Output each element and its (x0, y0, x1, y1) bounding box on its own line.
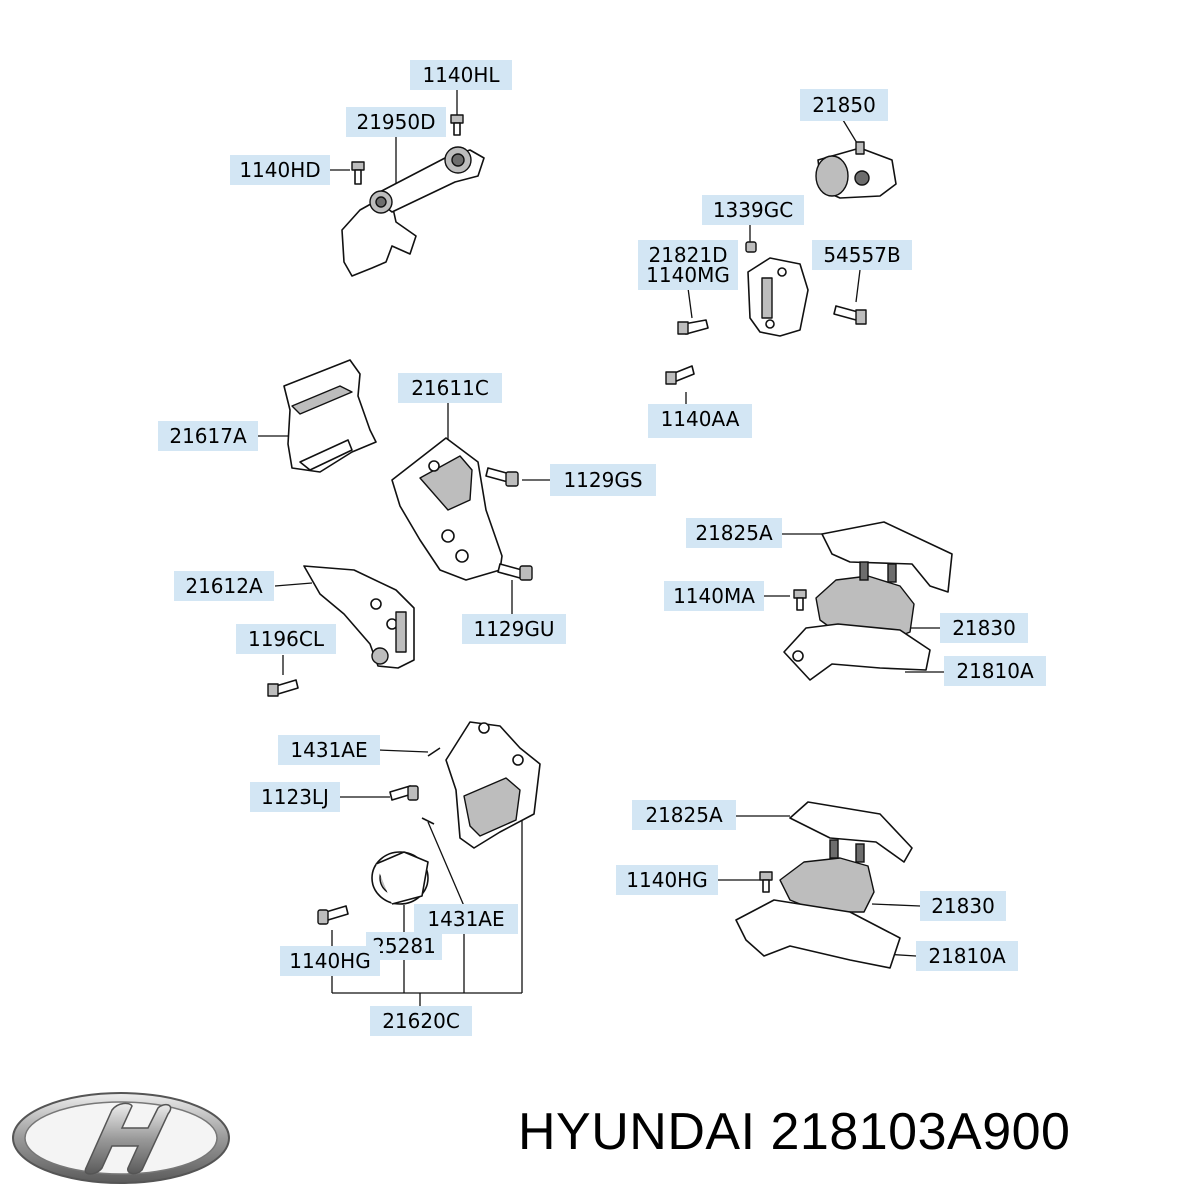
nut-1339gc-icon (745, 241, 757, 253)
bolt-1140hl-icon (450, 114, 464, 136)
svg-text:21810A: 21810A (956, 659, 1034, 683)
pin-1431ae-lower-icon (421, 817, 435, 825)
label-54557b[interactable]: 54557B (812, 240, 912, 270)
leader-lines (258, 90, 944, 1008)
part-21617a-bracket (283, 359, 377, 473)
label-1196cl[interactable]: 1196CL (236, 624, 336, 654)
bolt-1140aa-icon (665, 365, 695, 385)
bolt-1140hg-right-icon (759, 871, 773, 893)
svg-text:54557B: 54557B (823, 243, 900, 267)
svg-text:1129GU: 1129GU (473, 617, 554, 641)
label-1123lj[interactable]: 1123LJ (250, 782, 340, 812)
label-1140hg-lower[interactable]: 1140HG (280, 946, 380, 976)
svg-text:1140AA: 1140AA (661, 407, 740, 431)
label-21617a[interactable]: 21617A (158, 421, 258, 451)
svg-text:1140MG: 1140MG (646, 263, 730, 287)
svg-text:21810A: 21810A (928, 944, 1006, 968)
part-21612a-bracket (303, 565, 415, 669)
bolt-1140ma-icon (793, 589, 807, 611)
label-21810a-upper[interactable]: 21810A (944, 656, 1046, 686)
svg-text:1140HL: 1140HL (422, 63, 500, 87)
part-21830-mount-lower (735, 801, 913, 969)
svg-text:21821D: 21821D (648, 243, 727, 267)
part-number: 218103A900 (770, 1103, 1071, 1161)
label-21850[interactable]: 21850 (800, 89, 888, 121)
bolt-1129gs-icon (485, 467, 519, 487)
svg-text:21612A: 21612A (185, 574, 263, 598)
part-21830-mount-upper (783, 521, 953, 681)
label-1339gc[interactable]: 1339GC (702, 195, 804, 225)
label-21830-upper[interactable]: 21830 (940, 613, 1028, 643)
svg-text:21620C: 21620C (382, 1009, 460, 1033)
brand-name: HYUNDAI (518, 1103, 756, 1161)
label-1140hg-right[interactable]: 1140HG (616, 865, 718, 895)
svg-text:1196CL: 1196CL (248, 627, 325, 651)
label-21825a-upper[interactable]: 21825A (686, 518, 782, 548)
svg-text:21850: 21850 (812, 93, 876, 117)
label-21821d-1140mg[interactable]: 21821D 1140MG (638, 240, 738, 290)
bolt-1196cl-icon (267, 679, 299, 697)
hyundai-logo-icon (12, 1092, 230, 1184)
svg-text:21830: 21830 (952, 616, 1016, 640)
bolt-1123lj-icon (389, 785, 419, 801)
bolt-1140mg-icon (677, 319, 709, 335)
label-21611c[interactable]: 21611C (398, 373, 502, 403)
bolt-1129gu-icon (497, 563, 533, 581)
svg-text:1140HG: 1140HG (626, 868, 707, 892)
svg-text:21950D: 21950D (356, 110, 435, 134)
label-21830-lower[interactable]: 21830 (920, 891, 1006, 921)
label-1140hl[interactable]: 1140HL (410, 60, 512, 90)
footer-part-title: HYUNDAI 218103A900 (518, 1102, 1070, 1162)
svg-text:21617A: 21617A (169, 424, 247, 448)
part-21850-mount (815, 141, 897, 199)
part-21950d-torque-rod (341, 146, 485, 277)
svg-text:1431AE: 1431AE (427, 907, 504, 931)
svg-text:1140MA: 1140MA (673, 584, 755, 608)
label-1140aa[interactable]: 1140AA (648, 404, 752, 438)
bolt-1140hd-icon (351, 161, 365, 185)
label-1140hd[interactable]: 1140HD (230, 155, 330, 185)
label-21950d[interactable]: 21950D (346, 107, 446, 137)
part-labels: 1140HL 21950D 1140HD 21850 1339GC 21821D… (158, 60, 1046, 1036)
part-21821d-bracket (747, 257, 809, 337)
label-1431ae-lower[interactable]: 1431AE (414, 904, 518, 934)
label-21810a-lower[interactable]: 21810A (916, 941, 1018, 971)
svg-text:1140HD: 1140HD (239, 158, 320, 182)
label-21620c[interactable]: 21620C (370, 1006, 472, 1036)
label-1129gu[interactable]: 1129GU (462, 614, 566, 644)
svg-text:25281: 25281 (372, 934, 436, 958)
svg-text:1431AE: 1431AE (290, 738, 367, 762)
part-21620c-mount (445, 721, 541, 849)
svg-text:1140HG: 1140HG (289, 949, 370, 973)
svg-text:21611C: 21611C (411, 376, 489, 400)
bolt-54557b-icon (833, 305, 867, 325)
pin-1431ae-upper-icon (427, 747, 441, 757)
label-1129gs[interactable]: 1129GS (550, 464, 656, 496)
label-1431ae-upper[interactable]: 1431AE (278, 735, 380, 765)
part-21611c-bracket (391, 437, 503, 581)
svg-text:1129GS: 1129GS (563, 468, 642, 492)
svg-text:21830: 21830 (931, 894, 995, 918)
svg-text:1339GC: 1339GC (713, 198, 793, 222)
label-21825a-lower[interactable]: 21825A (632, 800, 736, 830)
bolt-1140hg-lower-icon (317, 905, 349, 925)
label-1140ma[interactable]: 1140MA (664, 581, 764, 611)
svg-text:21825A: 21825A (645, 803, 723, 827)
svg-text:1123LJ: 1123LJ (261, 785, 329, 809)
label-21612a[interactable]: 21612A (174, 571, 274, 601)
part-25281-pulley (371, 851, 429, 905)
svg-text:21825A: 21825A (695, 521, 773, 545)
